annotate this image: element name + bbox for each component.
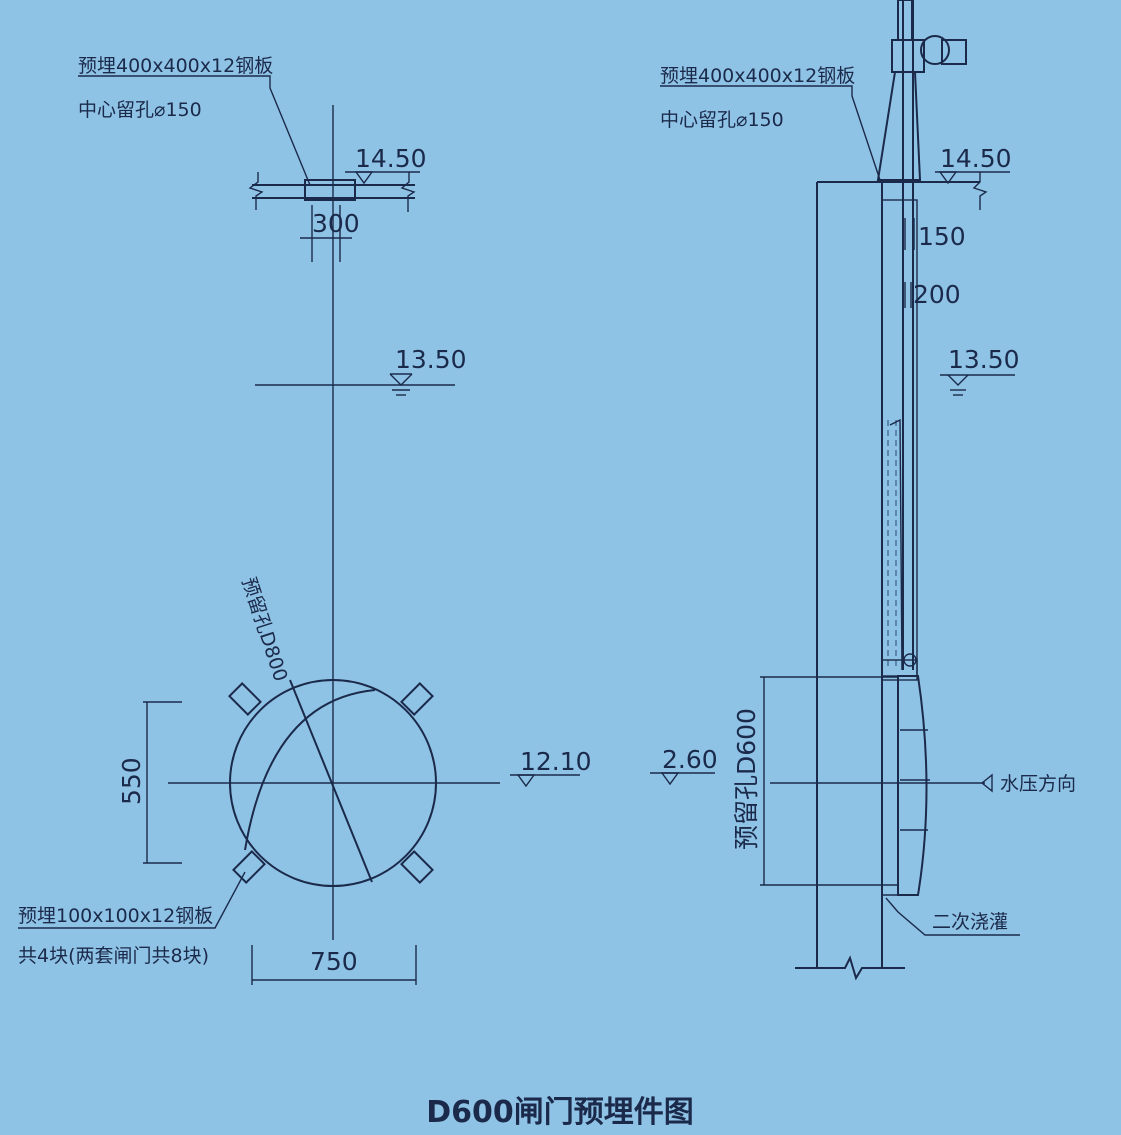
drawing-title: D600闸门预埋件图 (426, 1095, 694, 1130)
gate-body (897, 675, 928, 896)
left-top-plate-label: 预埋400x400x12钢板 (78, 55, 273, 77)
left-top-slab (248, 172, 416, 212)
motor-box (941, 39, 967, 65)
pressure-arrow-icon (980, 773, 993, 793)
inner-arc (244, 689, 376, 851)
small-plate-tr (400, 682, 434, 716)
right-top-plate-leader (660, 85, 881, 181)
right-dim-200: 200 (904, 280, 961, 309)
hoist-box (891, 39, 925, 73)
small-plate-leader (18, 871, 246, 929)
pressure-direction: 水压方向 (980, 773, 1076, 795)
left-elev-14-50: 14.50 (345, 144, 427, 185)
right-elev-2-60: 2.60 (650, 745, 718, 786)
gate-leaf (881, 653, 930, 896)
left-dim-550: 550 (117, 701, 182, 864)
right-section-view: 预埋400x400x12钢板 中心留孔⌀150 14.50 150 200 13… (650, 0, 1076, 981)
left-dim-750: 750 (251, 945, 417, 985)
left-dim-300: 300 (300, 205, 360, 262)
dim-750: 750 (310, 947, 358, 976)
hoist-assembly (876, 0, 967, 181)
right-elev-mid: 13.50 (948, 345, 1020, 374)
left-elev-top: 14.50 (355, 144, 427, 173)
right-elev-14-50: 14.50 (935, 144, 1012, 185)
hole-d600-label: 预留孔D600 (732, 708, 761, 850)
dim-150: 150 (918, 222, 966, 251)
right-elev-top: 14.50 (940, 144, 1012, 173)
hole-d800-label: 预留孔D800 (237, 575, 291, 684)
small-plate-label: 预埋100x100x12钢板 (18, 905, 213, 927)
small-plate-count: 共4块(两套闸门共8块) (18, 945, 209, 967)
small-plate-bl (232, 850, 266, 884)
grout-leader (885, 897, 1020, 936)
left-gate-opening: 预留孔D800 (168, 575, 500, 887)
dim-300: 300 (312, 209, 360, 238)
small-plate-tl (228, 682, 262, 716)
right-elev-13-50: 13.50 (940, 345, 1020, 396)
left-top-plate-leader (78, 75, 311, 186)
left-elev-mid: 13.50 (395, 345, 467, 374)
right-hole-d600: 预留孔D600 (732, 676, 898, 886)
handwheel-icon (920, 35, 950, 65)
grout-label: 二次浇灌 (932, 911, 1008, 933)
top-embedded-plate (304, 179, 356, 201)
right-dim-150: 150 (904, 218, 966, 251)
left-top-hole-label: 中心留孔⌀150 (78, 99, 202, 121)
left-elev-12-10: 12.10 (510, 747, 592, 788)
dim-550: 550 (117, 757, 146, 805)
diameter-line (289, 679, 373, 883)
dim-200: 200 (913, 280, 961, 309)
right-elev-center: 2.60 (662, 745, 718, 774)
left-elev-center: 12.10 (520, 747, 592, 776)
left-elevation-view: 300 预埋400x400x12钢板 中心留孔⌀150 14.50 13.50 (18, 55, 592, 985)
right-top-hole-label: 中心留孔⌀150 (660, 109, 784, 131)
stem-cap (897, 0, 913, 41)
right-top-plate-label: 预埋400x400x12钢板 (660, 65, 855, 87)
wall-break (795, 955, 905, 981)
small-plate-br (400, 850, 434, 884)
pressure-label: 水压方向 (1000, 773, 1076, 795)
left-elev-13-50: 13.50 (255, 345, 467, 396)
